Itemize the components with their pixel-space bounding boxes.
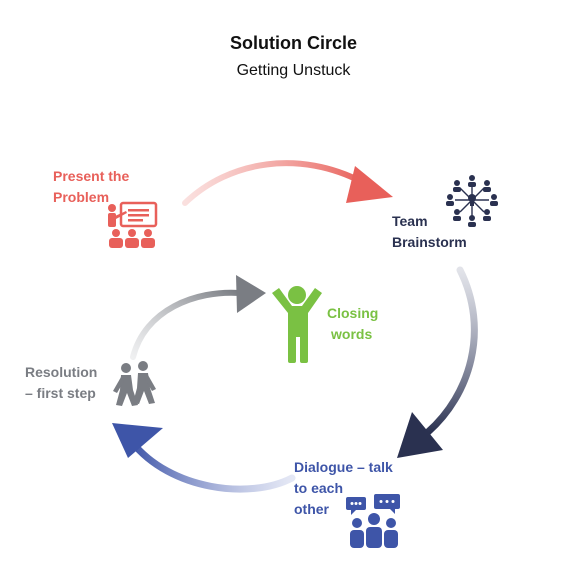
- arrow-resolution-to-closing: [130, 275, 266, 360]
- step-label-present-problem: Present the Problem: [53, 166, 129, 208]
- brainstorm-network-icon: [446, 175, 498, 227]
- step-label-line: – first step: [25, 385, 96, 401]
- step-label-dialogue: Dialogue – talk to each other: [294, 457, 393, 520]
- step-label-line: to each: [294, 480, 344, 496]
- person-arms-raised-icon: [272, 286, 322, 363]
- step-label-line: Team: [392, 213, 428, 229]
- step-label-line: other: [294, 501, 329, 517]
- step-label-team-brainstorm: Team Brainstorm: [392, 211, 467, 253]
- arrow-present-to-team: [182, 160, 393, 206]
- diagram-title: Solution Circle: [229, 33, 357, 53]
- walking-people-icon: [113, 361, 156, 406]
- step-label-line: Resolution: [25, 364, 98, 380]
- step-label-line: Dialogue – talk: [294, 459, 393, 475]
- people-chat-icon: [346, 494, 400, 548]
- step-label-line: words: [331, 326, 373, 342]
- presentation-audience-icon: [108, 201, 158, 248]
- step-label-resolution: Resolution – first step: [25, 362, 97, 404]
- arrow-team-to-dialogue: [397, 266, 478, 458]
- step-label-closing-words: Closing words: [327, 303, 378, 345]
- step-label-line: Brainstorm: [392, 234, 467, 250]
- step-label-line: Present the: [53, 168, 130, 184]
- step-label-line: Closing: [327, 305, 379, 321]
- arrow-dialogue-to-resolution: [112, 423, 296, 493]
- step-label-line: Problem: [53, 189, 110, 205]
- diagram-subtitle: Getting Unstuck: [236, 62, 351, 79]
